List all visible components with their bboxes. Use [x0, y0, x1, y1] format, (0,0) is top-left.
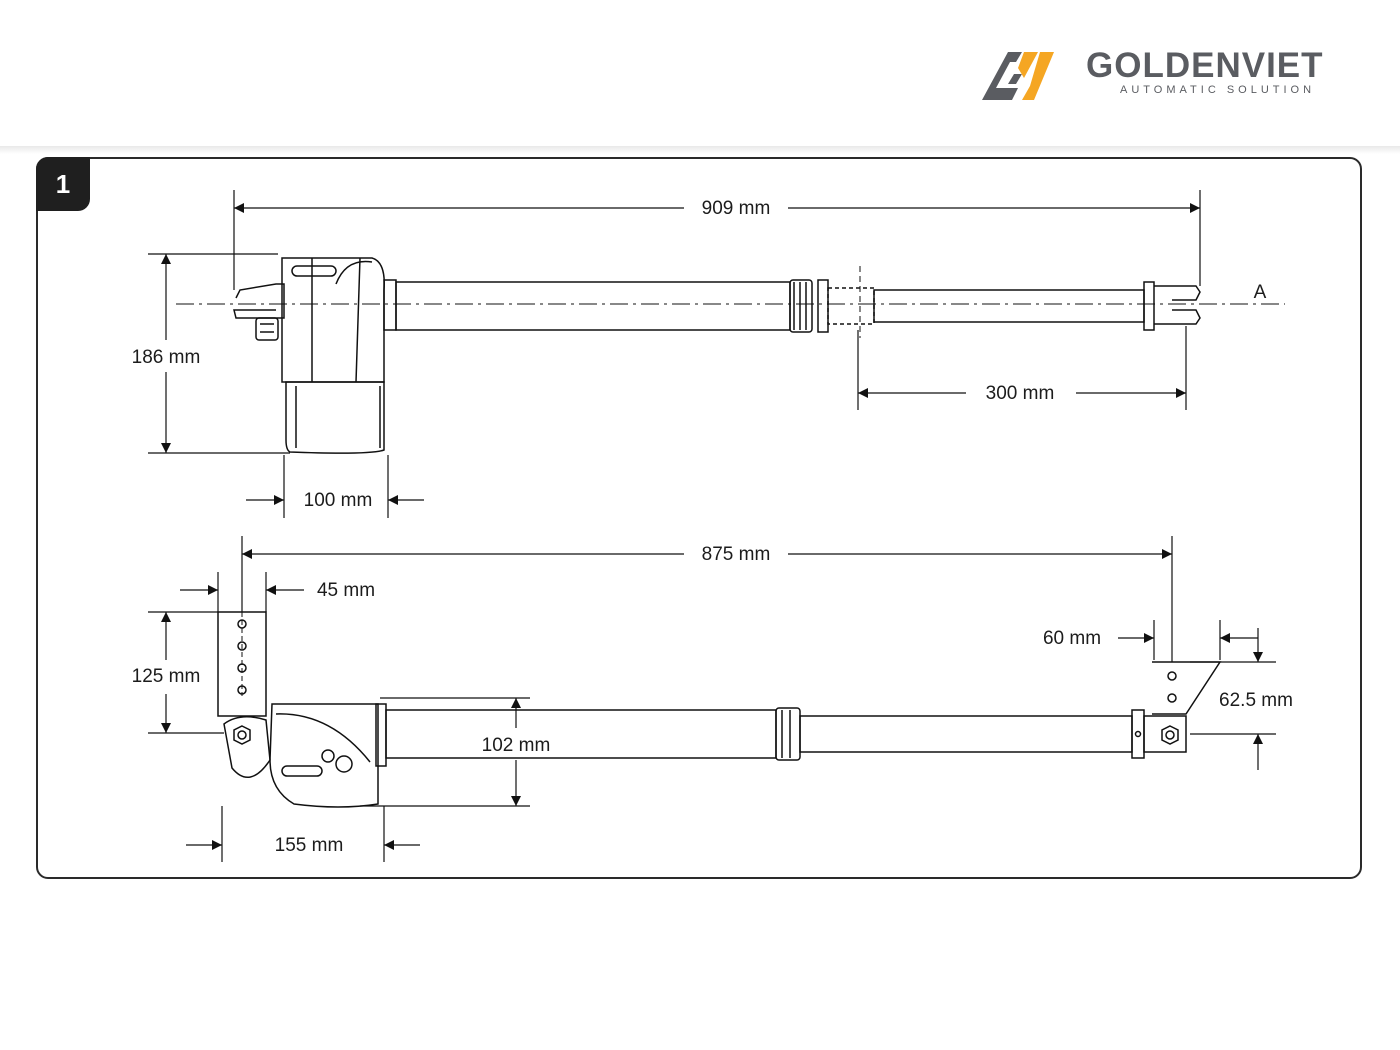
tube-nut-top: [775, 707, 801, 761]
tube-nut: [789, 279, 813, 333]
rod-bushing: [827, 287, 875, 325]
top-view: [217, 611, 1222, 808]
cable-gland: [255, 317, 279, 341]
front-pivot-block: [1143, 715, 1187, 753]
gv-emblem-icon: [982, 52, 1054, 100]
motor-housing-top: [269, 703, 379, 808]
dim-tube-height: 102 mm: [482, 735, 551, 756]
tube-collar: [817, 279, 829, 333]
side-view: [176, 257, 1285, 454]
rod-end-top: [1131, 709, 1145, 759]
brand-name: GOLDENVIET: [1086, 46, 1324, 85]
release-slot: [281, 765, 323, 777]
goldenviet-logo[interactable]: GOLDENVIET AUTOMATIC SOLUTION: [978, 44, 1368, 106]
pivot-nut: [233, 725, 251, 745]
top-view-dimensions: [148, 536, 1276, 862]
rear-clevis: [233, 283, 285, 319]
release-lock: [335, 755, 353, 773]
dim-stroke: 300 mm: [986, 383, 1055, 404]
rod-end-flange: [1143, 281, 1155, 331]
main-tube-top: [385, 709, 777, 759]
axis-point-label: A: [1254, 282, 1267, 303]
dim-front-bracket-height: 62.5 mm: [1219, 690, 1293, 711]
dim-mounting-length: 875 mm: [702, 544, 771, 565]
motor-collar: [383, 279, 397, 331]
motor-housing: [281, 257, 385, 383]
dim-height: 186 mm: [132, 347, 201, 368]
rear-pivot-mount: [223, 716, 271, 778]
dim-bracket-height: 125 mm: [132, 666, 201, 687]
page-header: GOLDENVIET AUTOMATIC SOLUTION: [0, 0, 1400, 148]
gearbox-housing: [285, 381, 385, 454]
dim-overall-length: 909 mm: [702, 198, 771, 219]
side-view-dimensions: [148, 190, 1201, 518]
front-pivot-nut: [1161, 725, 1179, 745]
figure-number-badge: 1: [36, 157, 90, 211]
motor-vent-slot: [291, 265, 337, 277]
brand-tagline: AUTOMATIC SOLUTION: [1120, 84, 1316, 96]
piston-rod-top: [799, 715, 1133, 753]
piston-rod: [873, 289, 1145, 323]
dim-rear-depth: 155 mm: [275, 835, 344, 856]
dim-front-bracket-width: 60 mm: [1043, 628, 1101, 649]
front-clevis: [1154, 285, 1201, 325]
dim-bracket-offset: 45 mm: [317, 580, 375, 601]
header-divider: [0, 146, 1400, 154]
figure-panel: [36, 157, 1362, 879]
dim-motor-width: 100 mm: [304, 490, 373, 511]
front-bracket-plate: [1152, 661, 1222, 715]
main-tube: [395, 281, 791, 331]
